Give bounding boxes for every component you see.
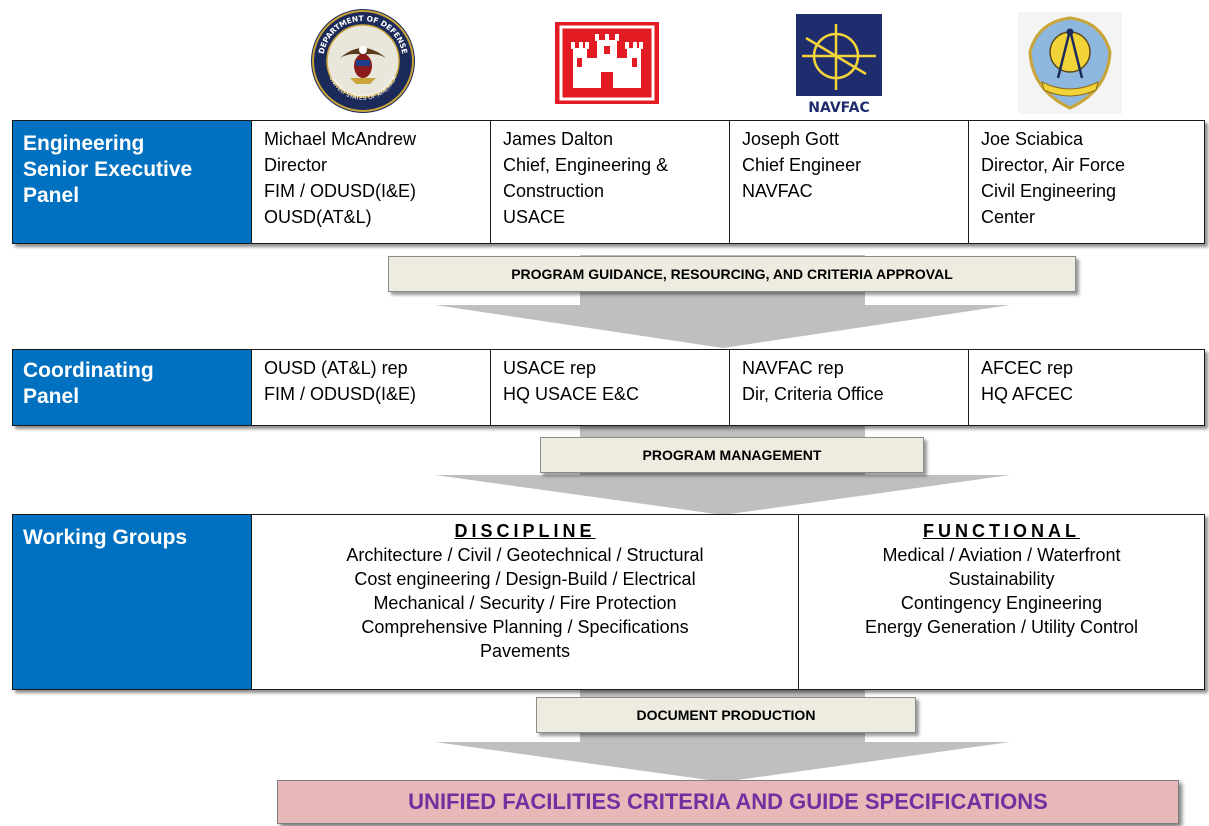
coordinating-cell-osd: OUSD (AT&L) rep FIM / ODUSD(I&E) <box>251 349 490 426</box>
rep-name: NAVFAC rep <box>742 358 844 378</box>
functional-line: Medical / Aviation / Waterfront <box>882 545 1121 565</box>
person-title: Director <box>264 155 328 175</box>
person-name: Joe Sciabica <box>981 129 1084 149</box>
rep-name: USACE rep <box>503 358 597 378</box>
rep-name: AFCEC rep <box>981 358 1074 378</box>
person-title: Civil Engineering <box>981 181 1117 201</box>
functional-groups-cell: FUNCTIONAL Medical / Aviation / Waterfro… <box>798 514 1205 690</box>
discipline-line: Comprehensive Planning / Specifications <box>361 617 689 637</box>
navfac-logo-text: NAVFAC <box>808 100 870 116</box>
person-name: Michael McAndrew <box>264 129 417 149</box>
functional-line: Energy Generation / Utility Control <box>864 617 1139 637</box>
coordinating-cell-afcec: AFCEC rep HQ AFCEC <box>968 349 1205 426</box>
coordinating-cell-navfac: NAVFAC rep Dir, Criteria Office <box>729 349 968 426</box>
senior-executive-panel-label: Engineering Senior Executive Panel <box>12 120 251 244</box>
document-production-banner: DOCUMENT PRODUCTION <box>536 697 916 733</box>
navfac-logo: NAVFAC <box>792 10 886 116</box>
executive-cell-afcec: Joe Sciabica Director, Air Force Civil E… <box>968 120 1205 244</box>
arrow-3 <box>435 690 1010 782</box>
person-org: FIM / ODUSD(I&E) <box>264 181 416 201</box>
discipline-line: Cost engineering / Design-Build / Electr… <box>354 569 696 589</box>
rep-org: HQ USACE E&C <box>503 384 640 404</box>
rep-org: Dir, Criteria Office <box>742 384 884 404</box>
functional-heading: FUNCTIONAL <box>923 521 1080 541</box>
person-title: Chief Engineer <box>742 155 862 175</box>
program-management-banner: PROGRAM MANAGEMENT <box>540 437 924 473</box>
person-name: James Dalton <box>503 129 614 149</box>
program-guidance-banner: PROGRAM GUIDANCE, RESOURCING, AND CRITER… <box>388 256 1076 292</box>
discipline-line: Mechanical / Security / Fire Protection <box>373 593 677 613</box>
label-line: Panel <box>23 184 80 207</box>
usace-castle-logo <box>555 22 659 104</box>
ufc-output-box: UNIFIED FACILITIES CRITERIA AND GUIDE SP… <box>277 780 1179 824</box>
person-org: OUSD(AT&L) <box>264 207 372 227</box>
person-org: USACE <box>503 207 566 227</box>
afcesa-seal-logo <box>1018 12 1122 114</box>
executive-cell-usace: James Dalton Chief, Engineering & Constr… <box>490 120 729 244</box>
person-title: Construction <box>503 181 605 201</box>
executive-cell-osd: Michael McAndrew Director FIM / ODUSD(I&… <box>251 120 490 244</box>
rep-org: FIM / ODUSD(I&E) <box>264 384 416 404</box>
working-groups-row: Working Groups DISCIPLINE Architecture /… <box>12 514 1205 690</box>
executive-cell-navfac: Joseph Gott Chief Engineer NAVFAC <box>729 120 968 244</box>
rep-org: HQ AFCEC <box>981 384 1074 404</box>
person-name: Joseph Gott <box>742 129 840 149</box>
coordinating-row: Coordinating Panel OUSD (AT&L) rep FIM /… <box>12 349 1205 426</box>
discipline-line: Architecture / Civil / Geotechnical / St… <box>346 545 704 565</box>
person-title: Director, Air Force <box>981 155 1126 175</box>
person-title: Center <box>981 207 1036 227</box>
person-org: NAVFAC <box>742 181 813 201</box>
coordinating-panel-label: Coordinating Panel <box>12 349 251 426</box>
discipline-line: Pavements <box>479 641 571 661</box>
dod-seal-logo: DEPARTMENT OF DEFENSE UNITED STATES OF A… <box>310 8 416 114</box>
discipline-groups-cell: DISCIPLINE Architecture / Civil / Geotec… <box>251 514 798 690</box>
label-line: Engineering <box>23 132 145 155</box>
working-groups-label: Working Groups <box>12 514 251 690</box>
coordinating-cell-usace: USACE rep HQ USACE E&C <box>490 349 729 426</box>
rep-name: OUSD (AT&L) rep <box>264 358 408 378</box>
functional-line: Sustainability <box>948 569 1055 589</box>
functional-line: Contingency Engineering <box>900 593 1103 613</box>
senior-executive-row: Engineering Senior Executive Panel Micha… <box>12 120 1205 244</box>
discipline-heading: DISCIPLINE <box>454 521 596 541</box>
label-line: Senior Executive <box>23 158 193 181</box>
arrow-1 <box>435 255 1010 348</box>
label-line: Panel <box>23 385 80 408</box>
label-line: Coordinating <box>23 359 154 382</box>
person-title: Chief, Engineering & <box>503 155 669 175</box>
